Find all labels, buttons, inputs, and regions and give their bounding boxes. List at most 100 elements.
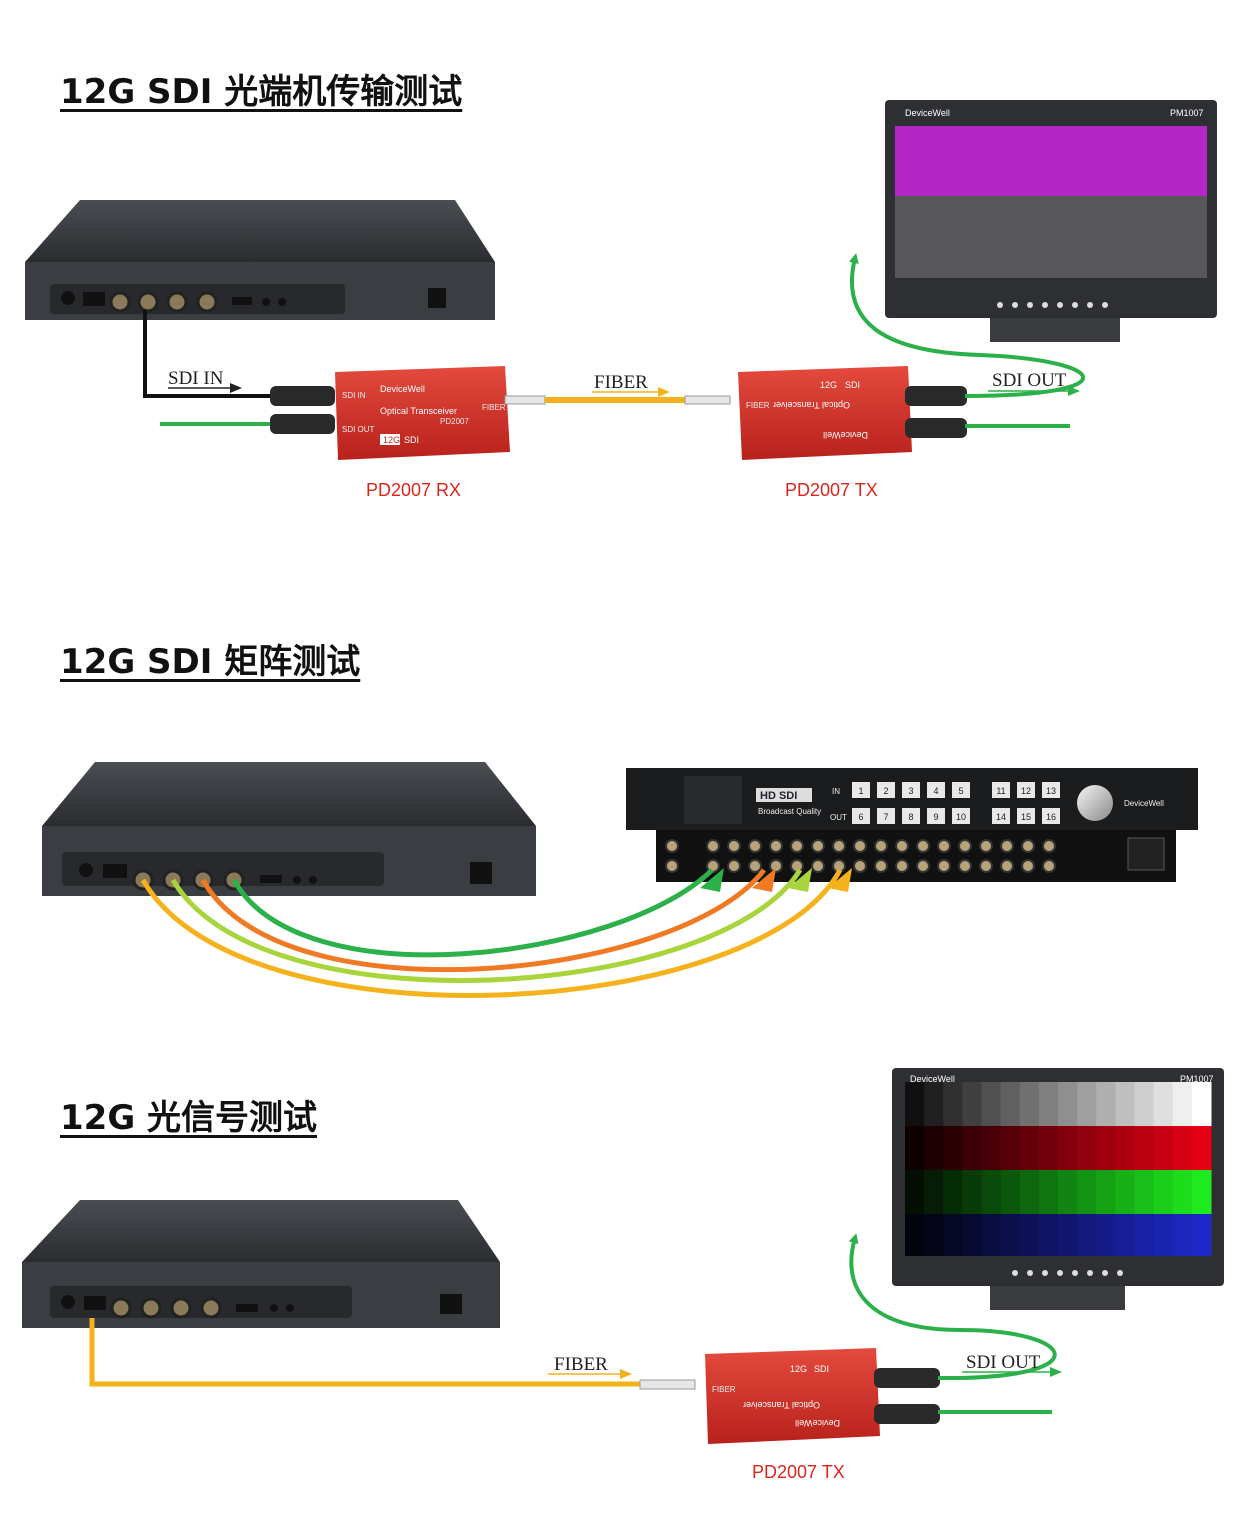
rx-12g-badge: 12G — [383, 435, 400, 445]
matrix-bnc-port — [748, 859, 762, 873]
matrix-bnc-port — [874, 859, 888, 873]
tx2-title: Optical Transceiver — [743, 1400, 820, 1410]
test-pattern-step — [1077, 1126, 1097, 1170]
matrix-button-15[interactable] — [1017, 808, 1035, 824]
test-pattern-step — [943, 1170, 963, 1214]
matrix-button-label-2: 2 — [883, 786, 888, 796]
test-pattern-step — [1077, 1170, 1097, 1214]
test-pattern-step — [1038, 1126, 1059, 1170]
rx-port-fiber: FIBER — [482, 403, 506, 412]
rx-name-label: PD2007 RX — [366, 480, 461, 500]
sdi-out-cable-monitor-1 — [848, 253, 1085, 398]
test-pattern-step — [924, 1170, 944, 1214]
matrix-button-11[interactable] — [992, 782, 1010, 798]
matrix-in-label: IN — [832, 787, 840, 796]
test-pattern-step — [1019, 1126, 1040, 1170]
test-pattern-step — [962, 1082, 982, 1126]
test-pattern-step — [1096, 1126, 1116, 1170]
fiber-connector-3 — [639, 1379, 696, 1390]
matrix-button-14[interactable] — [992, 808, 1010, 824]
test-pattern-step — [1058, 1082, 1078, 1126]
test-pattern-step — [1000, 1170, 1021, 1214]
monitor2-model: PM1007 — [1180, 1074, 1214, 1084]
matrix-button-16[interactable] — [1042, 808, 1060, 824]
matrix-bnc-port — [1042, 859, 1056, 873]
test-pattern-step — [981, 1126, 1002, 1170]
test-pattern-step — [1115, 1214, 1135, 1256]
test-pattern-step — [981, 1082, 1002, 1126]
matrix-bnc-port — [811, 839, 825, 853]
matrix-button-8[interactable] — [902, 808, 920, 824]
test-pattern-step — [905, 1126, 925, 1170]
test-pattern-step — [981, 1214, 1002, 1256]
matrix-button-6[interactable] — [852, 808, 870, 824]
matrix-button-label-1: 1 — [858, 786, 863, 796]
matrix-button-label-7: 7 — [883, 812, 888, 822]
test-pattern-step — [1038, 1214, 1059, 1256]
matrix-button-2[interactable] — [877, 782, 895, 798]
matrix-button-13[interactable] — [1042, 782, 1060, 798]
test-pattern-step — [1038, 1082, 1059, 1126]
pd2007-tx-device-2: 12G SDI Optical Transceiver DeviceWell F… — [705, 1348, 880, 1444]
test-pattern-step — [1191, 1214, 1212, 1256]
test-pattern-step — [1058, 1214, 1078, 1256]
matrix-logo: HD SDI — [760, 790, 797, 802]
matrix-bnc-port — [1000, 859, 1014, 873]
arrow-yellow-matrix — [828, 868, 852, 892]
tx2-12g: 12G — [790, 1364, 807, 1374]
matrix-button-label-16: 16 — [1046, 812, 1056, 822]
matrix-knob — [1077, 785, 1113, 821]
matrix-bnc-port — [958, 859, 972, 873]
matrix-button-label-10: 10 — [956, 812, 966, 822]
matrix-button-9[interactable] — [927, 808, 945, 824]
matrix-bnc-port — [790, 839, 804, 853]
matrix-bnc-port — [727, 859, 741, 873]
test-pattern-step — [1096, 1170, 1116, 1214]
test-pattern-step — [1172, 1082, 1193, 1126]
fiber-label-3: FIBER — [554, 1354, 608, 1375]
matrix-button-3[interactable] — [902, 782, 920, 798]
monitor1-model: PM1007 — [1170, 108, 1204, 118]
matrix-bnc-port — [895, 839, 909, 853]
cable-green-matrix — [231, 868, 714, 958]
test-pattern-step — [1000, 1126, 1021, 1170]
matrix-bnc-port — [832, 839, 846, 853]
matrix-ports — [665, 839, 1056, 873]
test-pattern-step — [1172, 1214, 1193, 1256]
pd2007-rx-device: DeviceWell Optical Transceiver PD2007 12… — [335, 366, 510, 460]
matrix-bnc-port — [958, 839, 972, 853]
test-pattern-step — [1172, 1126, 1193, 1170]
matrix-button-4[interactable] — [927, 782, 945, 798]
test-pattern-step — [962, 1214, 982, 1256]
matrix-button-label-5: 5 — [958, 786, 963, 796]
monitor1-brand: DeviceWell — [905, 108, 950, 118]
matrix-button-10[interactable] — [952, 808, 970, 824]
fiber-cable-3 — [89, 1318, 640, 1387]
test-pattern-step — [924, 1126, 944, 1170]
matrix-bnc-port — [769, 859, 783, 873]
matrix-bnc-port — [853, 839, 867, 853]
matrix-button-5[interactable] — [952, 782, 970, 798]
sdi-in-cable — [143, 310, 330, 398]
matrix-bnc-port — [706, 839, 720, 853]
matrix-bnc-port — [811, 859, 825, 873]
sdi-out-label-1: SDI OUT — [992, 370, 1067, 391]
tx1-title: Optical Transceiver — [773, 400, 850, 410]
test-pattern-step — [962, 1126, 982, 1170]
test-pattern-step — [1191, 1170, 1212, 1214]
matrix-bnc-port — [1000, 839, 1014, 853]
matrix-bnc-port — [937, 839, 951, 853]
test-pattern-step — [1019, 1082, 1040, 1126]
tx1-sdi: SDI — [845, 380, 860, 390]
arrow-orange-matrix — [752, 868, 776, 892]
matrix-button-7[interactable] — [877, 808, 895, 824]
matrix-button-1[interactable] — [852, 782, 870, 798]
test-pattern-step — [1096, 1214, 1116, 1256]
matrix-bnc-port — [748, 839, 762, 853]
recorder-device-2 — [42, 762, 536, 896]
test-pattern-step — [1058, 1170, 1078, 1214]
tx2-connectors — [874, 1368, 940, 1424]
matrix-button-12[interactable] — [1017, 782, 1035, 798]
test-pattern-step — [1115, 1082, 1135, 1126]
test-pattern-step — [1096, 1082, 1116, 1126]
